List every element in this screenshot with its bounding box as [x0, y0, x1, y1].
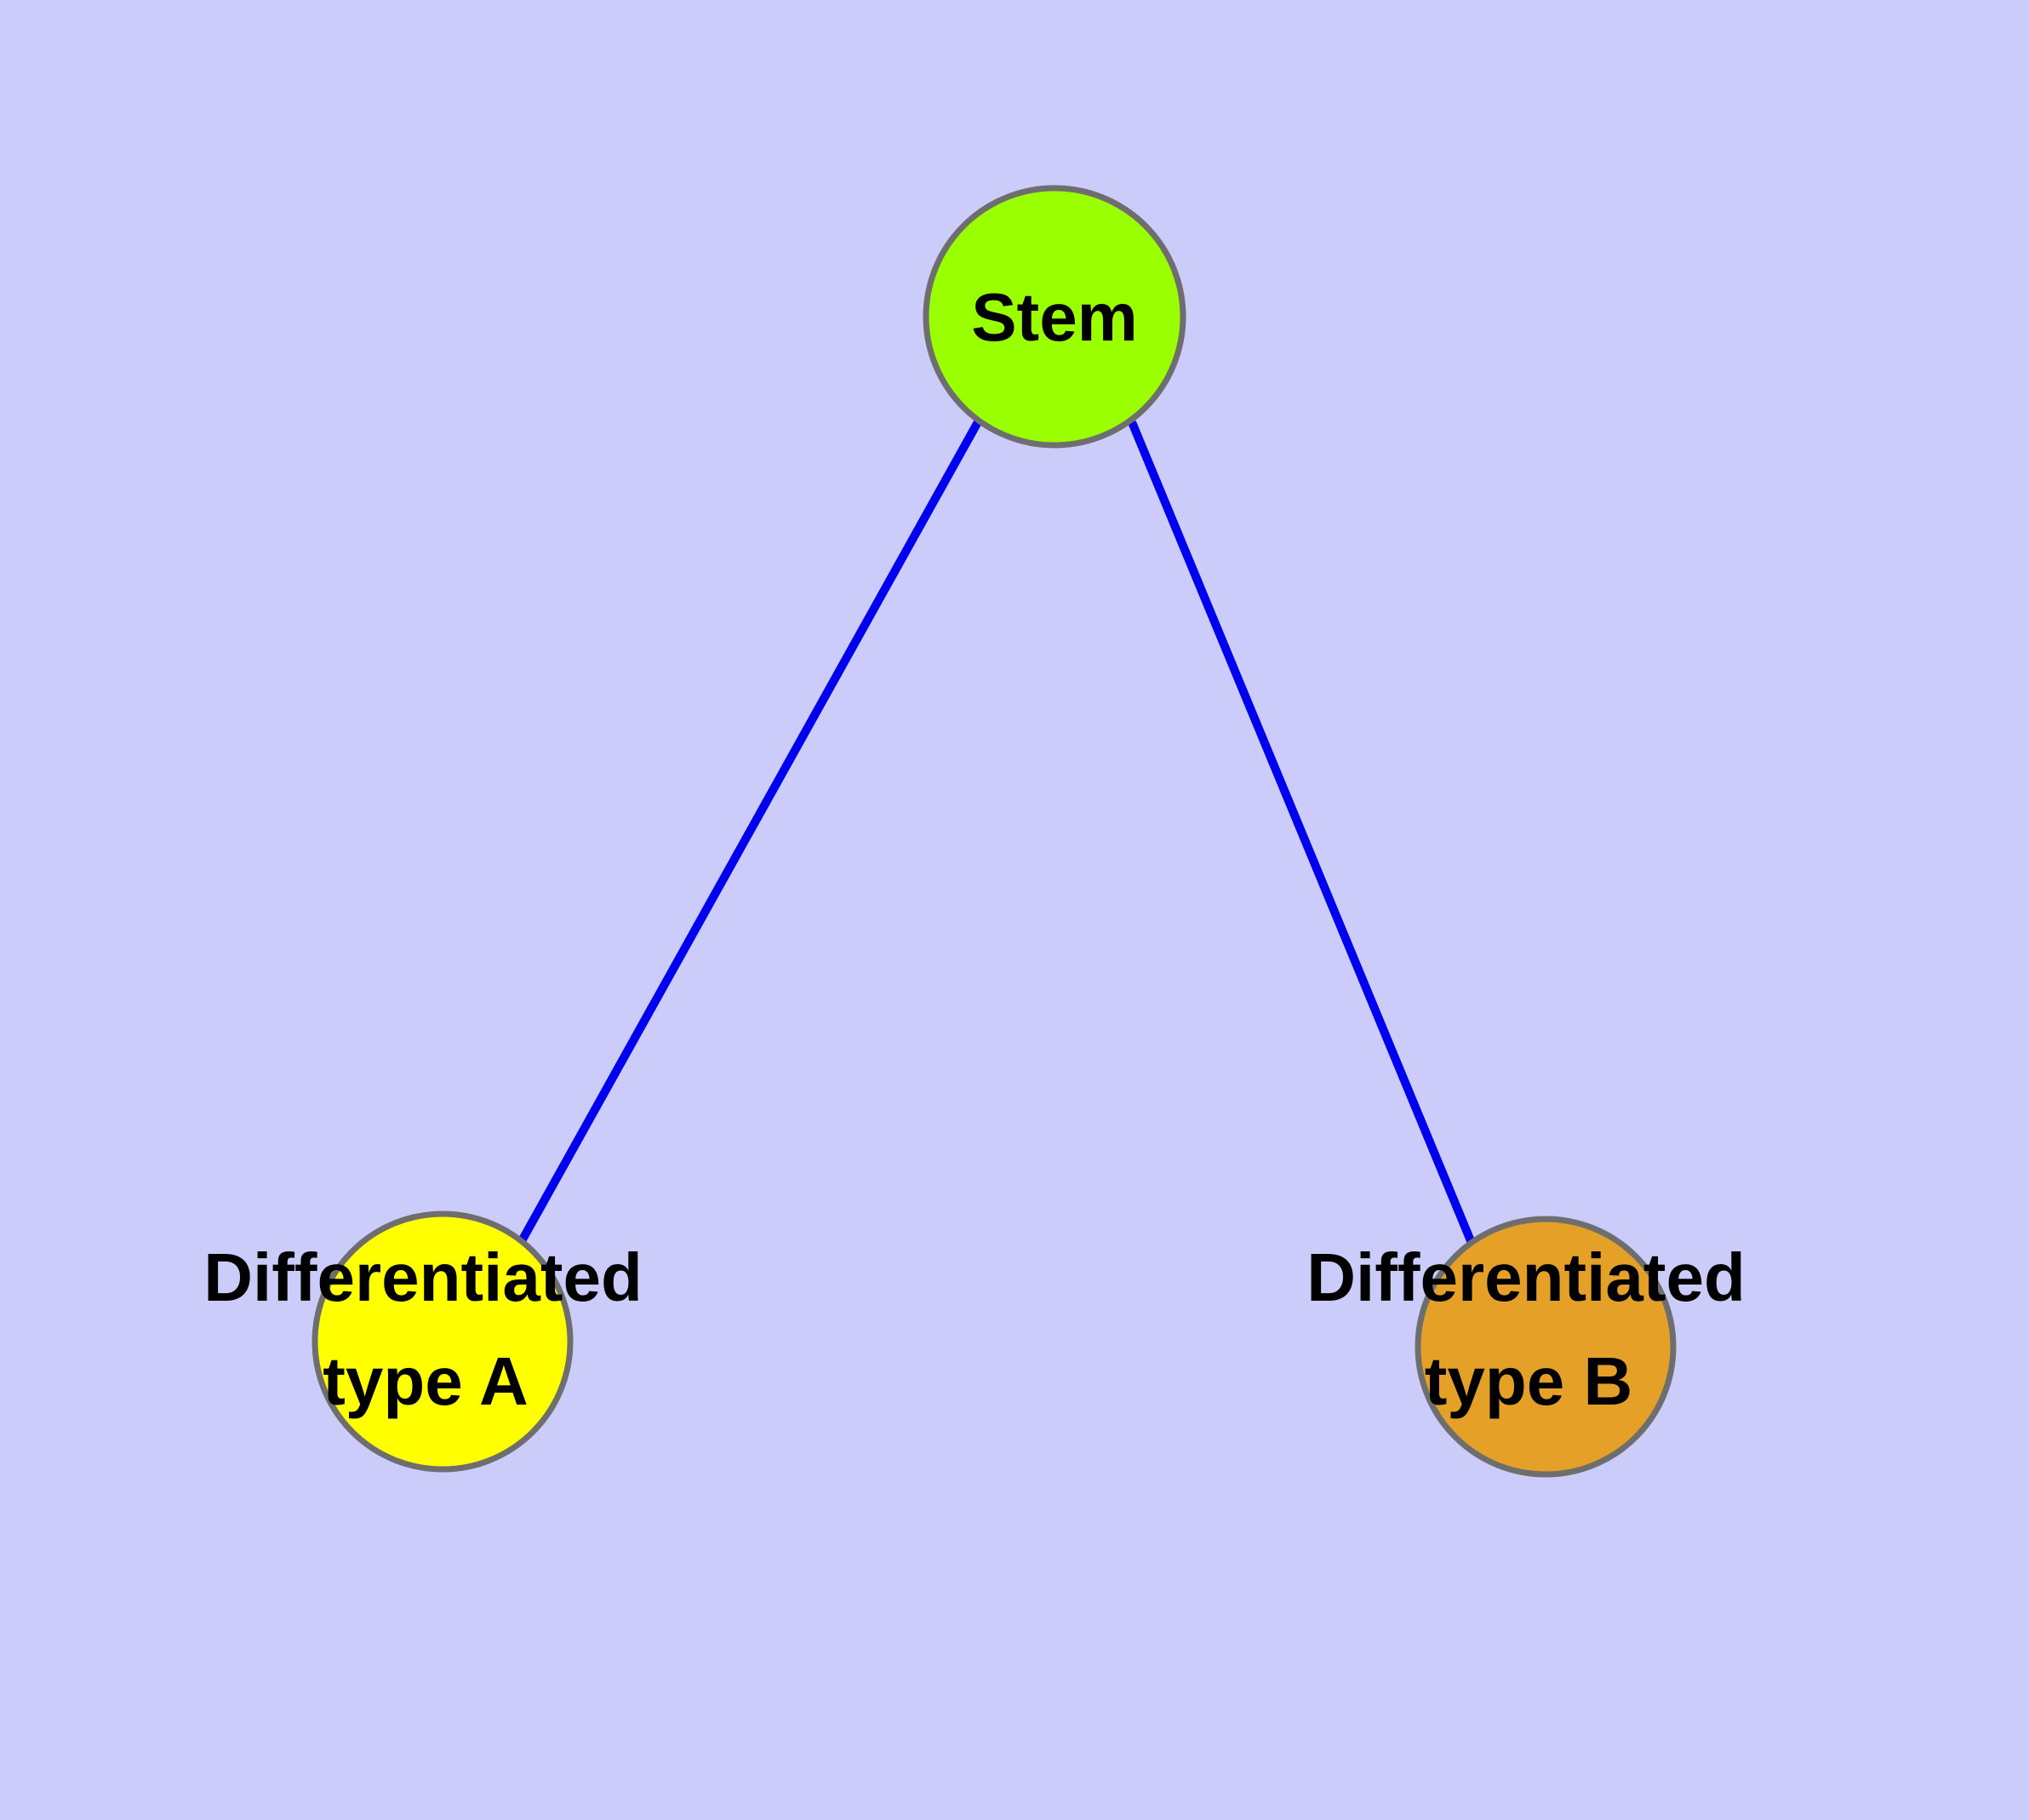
node-layer — [311, 185, 1677, 1478]
label-layer: Stem Differentiated type A Differentiate… — [203, 279, 1746, 1419]
node-circle-stem[interactable] — [923, 185, 1186, 449]
node-circle-differentiated-b[interactable] — [1415, 1216, 1677, 1478]
node-label-differentiated-b-line2: type B — [1425, 1343, 1633, 1419]
node-label-differentiated-a-line2: type A — [323, 1343, 529, 1419]
node-label-differentiated-a-line1: Differentiated — [203, 1239, 643, 1315]
edge-layer — [518, 418, 1476, 1245]
node-label-stem: Stem — [971, 279, 1138, 355]
node-label-differentiated-b-line1: Differentiated — [1306, 1239, 1746, 1315]
node-circle-differentiated-a[interactable] — [311, 1210, 574, 1473]
edge-stem-to-differentiated-a[interactable] — [518, 418, 983, 1242]
edge-stem-to-differentiated-b[interactable] — [1128, 421, 1476, 1245]
